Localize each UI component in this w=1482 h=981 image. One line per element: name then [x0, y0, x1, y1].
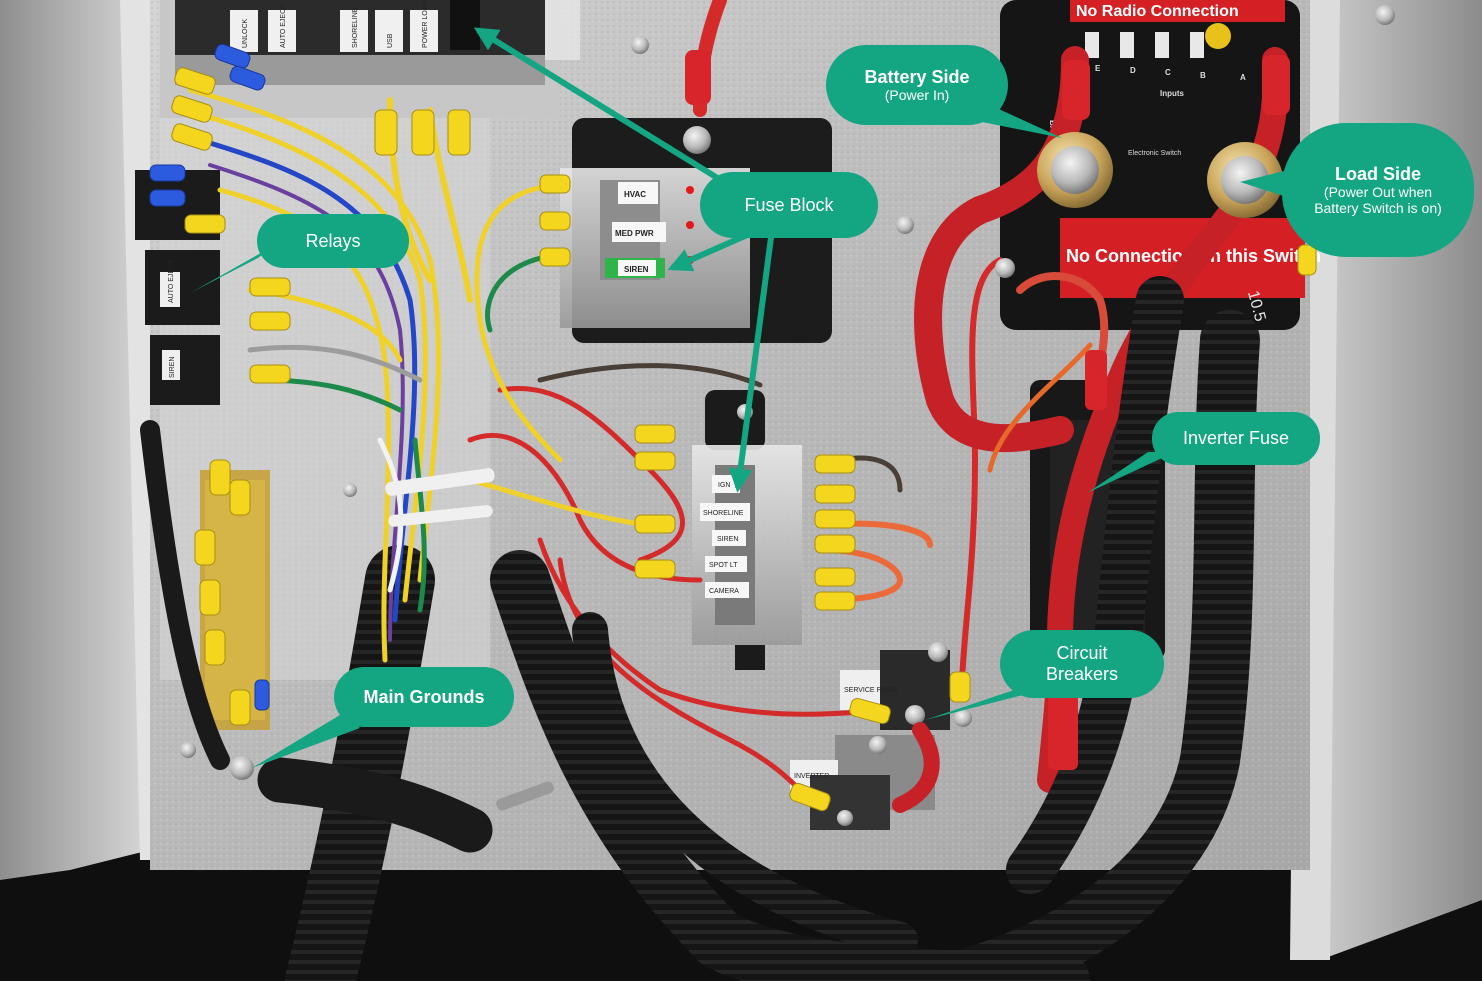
- main-grounds-pointer: [252, 712, 360, 768]
- relay-bank: AUTO EJECT SIREN: [135, 170, 220, 405]
- relays-pointer: [192, 245, 275, 292]
- callout-battery-side-title: Battery Side: [864, 66, 970, 87]
- relay-label-siren: SIREN: [169, 357, 176, 378]
- switch-terminal-b: B: [1200, 71, 1206, 80]
- callout-fuse-block: Fuse Block: [700, 172, 878, 238]
- switch-inputs-label: Inputs: [1160, 89, 1185, 98]
- fuse-label-camera: CAMERA: [709, 588, 739, 595]
- switch-terminal-c: C: [1165, 68, 1171, 77]
- fuse-label-hvac: HVAC: [624, 190, 646, 199]
- fuse-label-siren-2: SIREN: [717, 536, 738, 543]
- callout-relays-title: Relays: [305, 230, 361, 251]
- red-boots: [685, 50, 1290, 770]
- arrow-to-large-fuse-block: [728, 229, 775, 493]
- callout-inverter-fuse-title: Inverter Fuse: [1182, 428, 1290, 449]
- strip-label-shoreline: SHORELINE: [352, 7, 359, 48]
- callout-load-side-title: Load Side: [1334, 163, 1421, 184]
- switch-terminal-a: A: [1240, 73, 1246, 82]
- callout-circuit-breakers: Circuit Breakers: [1000, 630, 1164, 698]
- callout-load-side: Load Side (Power Out when Battery Switch…: [1282, 123, 1474, 257]
- arrow-to-top-fuse-strip: [473, 27, 747, 198]
- callout-load-side-subtitle-1: (Power Out when: [1323, 184, 1433, 201]
- terminal-studs: [180, 5, 1395, 780]
- strip-label-unlock: UNLOCK: [242, 18, 249, 48]
- black-wire-looms: [140, 276, 1260, 981]
- callout-battery-side-subtitle: (Power In): [884, 87, 950, 104]
- strip-label-usb: USB: [387, 33, 394, 48]
- switch-terminal-d: D: [1130, 66, 1136, 75]
- yellow-connectors: [171, 67, 1317, 812]
- inverter-fuse-pointer: [1087, 452, 1175, 493]
- callout-main-grounds: Main Grounds: [334, 667, 514, 727]
- left-cabinet-wall: [0, 0, 150, 880]
- circuit-breakers-pointer: [925, 688, 1050, 720]
- callout-inverter-fuse: Inverter Fuse: [1152, 412, 1320, 465]
- fuse-label-spot-lt: SPOT LT: [709, 562, 738, 569]
- callout-relays: Relays: [257, 214, 409, 268]
- callout-fuse-block-title: Fuse Block: [744, 194, 834, 215]
- switch-sticker-top: No Radio Connection: [1076, 3, 1239, 20]
- zip-ties: [385, 468, 554, 811]
- blue-connectors: [149, 43, 270, 711]
- breaker-label-inverter: INVERTER: [794, 773, 829, 780]
- callout-load-side-subtitle-2: Battery Switch is on): [1314, 200, 1442, 217]
- breaker-label-service-panel: SERVICE PANEL: [844, 687, 899, 694]
- circuit-breakers: SERVICE PANEL INVERTER: [790, 650, 972, 830]
- fuse-label-shoreline: SHORELINE: [703, 510, 744, 517]
- switch-terminal-e: E: [1095, 64, 1101, 73]
- callout-circuit-breakers-line-2: Breakers: [1045, 664, 1119, 684]
- fuse-label-ign: IGN: [718, 482, 730, 489]
- relay-label-auto-eject: AUTO EJECT: [168, 259, 175, 303]
- strip-label-power-load: POWER LOAD: [422, 1, 429, 48]
- callout-main-grounds-title: Main Grounds: [363, 686, 485, 707]
- switch-electronic-label: Electronic Switch: [1128, 150, 1181, 157]
- fuse-label-siren: SIREN: [624, 265, 649, 274]
- callout-circuit-breakers-line-1: Circuit: [1056, 643, 1108, 664]
- strip-label-auto-eject: AUTO EJECT: [280, 4, 287, 48]
- callout-battery-side: Battery Side (Power In): [826, 45, 1008, 125]
- fuse-label-med-pwr: MED PWR: [615, 229, 654, 238]
